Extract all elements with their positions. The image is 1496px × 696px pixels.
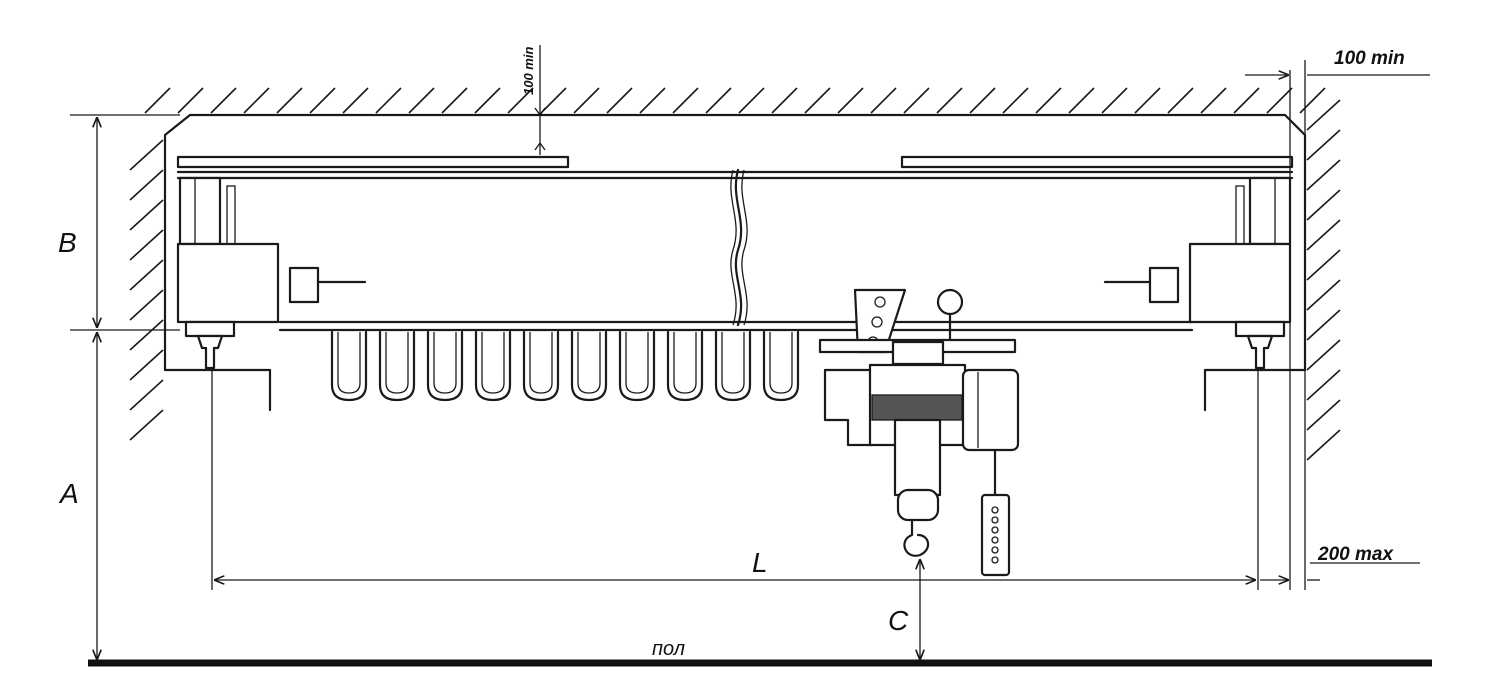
right-end-truck bbox=[1103, 176, 1292, 370]
festoon-cable bbox=[330, 330, 800, 402]
label-L: L bbox=[752, 547, 768, 578]
left-wall bbox=[129, 113, 272, 441]
electric-hoist bbox=[818, 288, 1020, 577]
label-B: B bbox=[58, 227, 77, 258]
crane-bridge bbox=[176, 155, 1294, 332]
left-end-truck bbox=[176, 176, 367, 370]
floor-label: пол bbox=[652, 638, 685, 660]
overhang-label: 200 max bbox=[1317, 544, 1394, 565]
side-clearance-label: 100 min bbox=[1334, 48, 1405, 69]
ceiling bbox=[144, 87, 1326, 117]
label-A: A bbox=[58, 478, 79, 509]
top-clearance-label: 100 min bbox=[521, 47, 536, 95]
label-C: C bbox=[888, 605, 909, 636]
